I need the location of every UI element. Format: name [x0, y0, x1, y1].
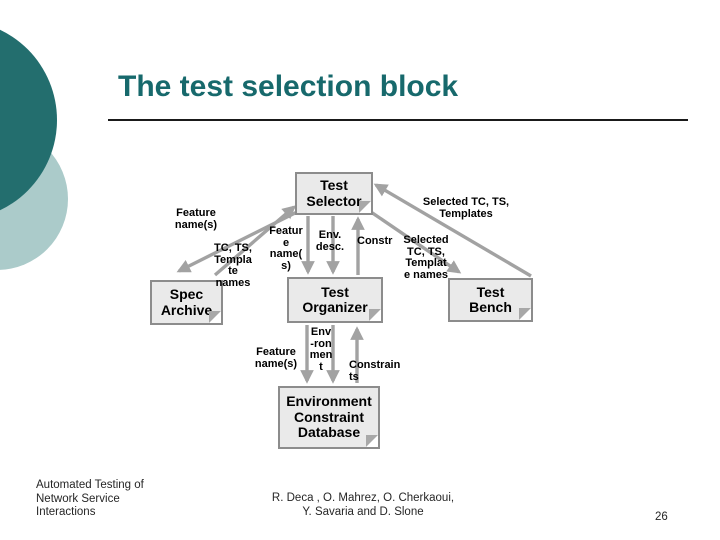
page-curl-icon	[369, 309, 381, 321]
footer-authors: R. Deca , O. Mahrez, O. Cherkaoui, Y. Sa…	[271, 492, 455, 518]
page-curl-icon	[359, 201, 371, 213]
edge-label-tc-ts-template-names: TC, TS, Templa te names	[214, 242, 252, 289]
node-test-organizer: Test Organizer	[287, 277, 383, 323]
arrow-archive-to-selector	[213, 205, 297, 277]
edge-label-feature-names-mid: Featur e name( s)	[269, 225, 303, 272]
edge-label-env-desc: Env. desc.	[315, 229, 345, 253]
node-label: Test Selector	[306, 177, 362, 209]
node-label: Test Organizer	[302, 283, 368, 315]
footer-author-affiliation: Automated Testing of Network Service Int…	[36, 479, 144, 518]
edge-label-selected-tc-ts-templates: Selected TC, TS, Templates	[422, 196, 510, 220]
node-label: Test Bench	[469, 283, 512, 315]
title-underline	[108, 119, 688, 121]
slide-title: The test selection block	[118, 70, 459, 103]
edge-label-feature-names-bottom: Feature name(s)	[254, 346, 298, 370]
arrow-selector-to-bench	[370, 210, 462, 274]
page-number: 26	[655, 511, 668, 523]
node-spec-archive: Spec Archive	[150, 280, 223, 325]
arrow-bench-to-selector	[373, 183, 532, 278]
node-environment-constraint-database: Environment Constraint Database	[278, 386, 380, 449]
node-label: Environment Constraint Database	[286, 393, 372, 441]
edge-label-constraints: Constrain ts	[349, 359, 401, 383]
edge-label-constr: Constr	[357, 235, 393, 247]
page-curl-icon	[209, 311, 221, 323]
edge-label-feature-names-left: Feature name(s)	[174, 207, 218, 231]
node-test-selector: Test Selector	[295, 172, 373, 215]
page-curl-icon	[366, 435, 378, 447]
edge-label-environment: Env -ron men t	[309, 326, 333, 373]
node-test-bench: Test Bench	[448, 278, 533, 322]
edge-label-selected-tc-ts-template-names: Selected TC, TS, Templat e names	[403, 234, 449, 281]
node-label: Spec Archive	[160, 286, 213, 318]
page-curl-icon	[519, 308, 531, 320]
